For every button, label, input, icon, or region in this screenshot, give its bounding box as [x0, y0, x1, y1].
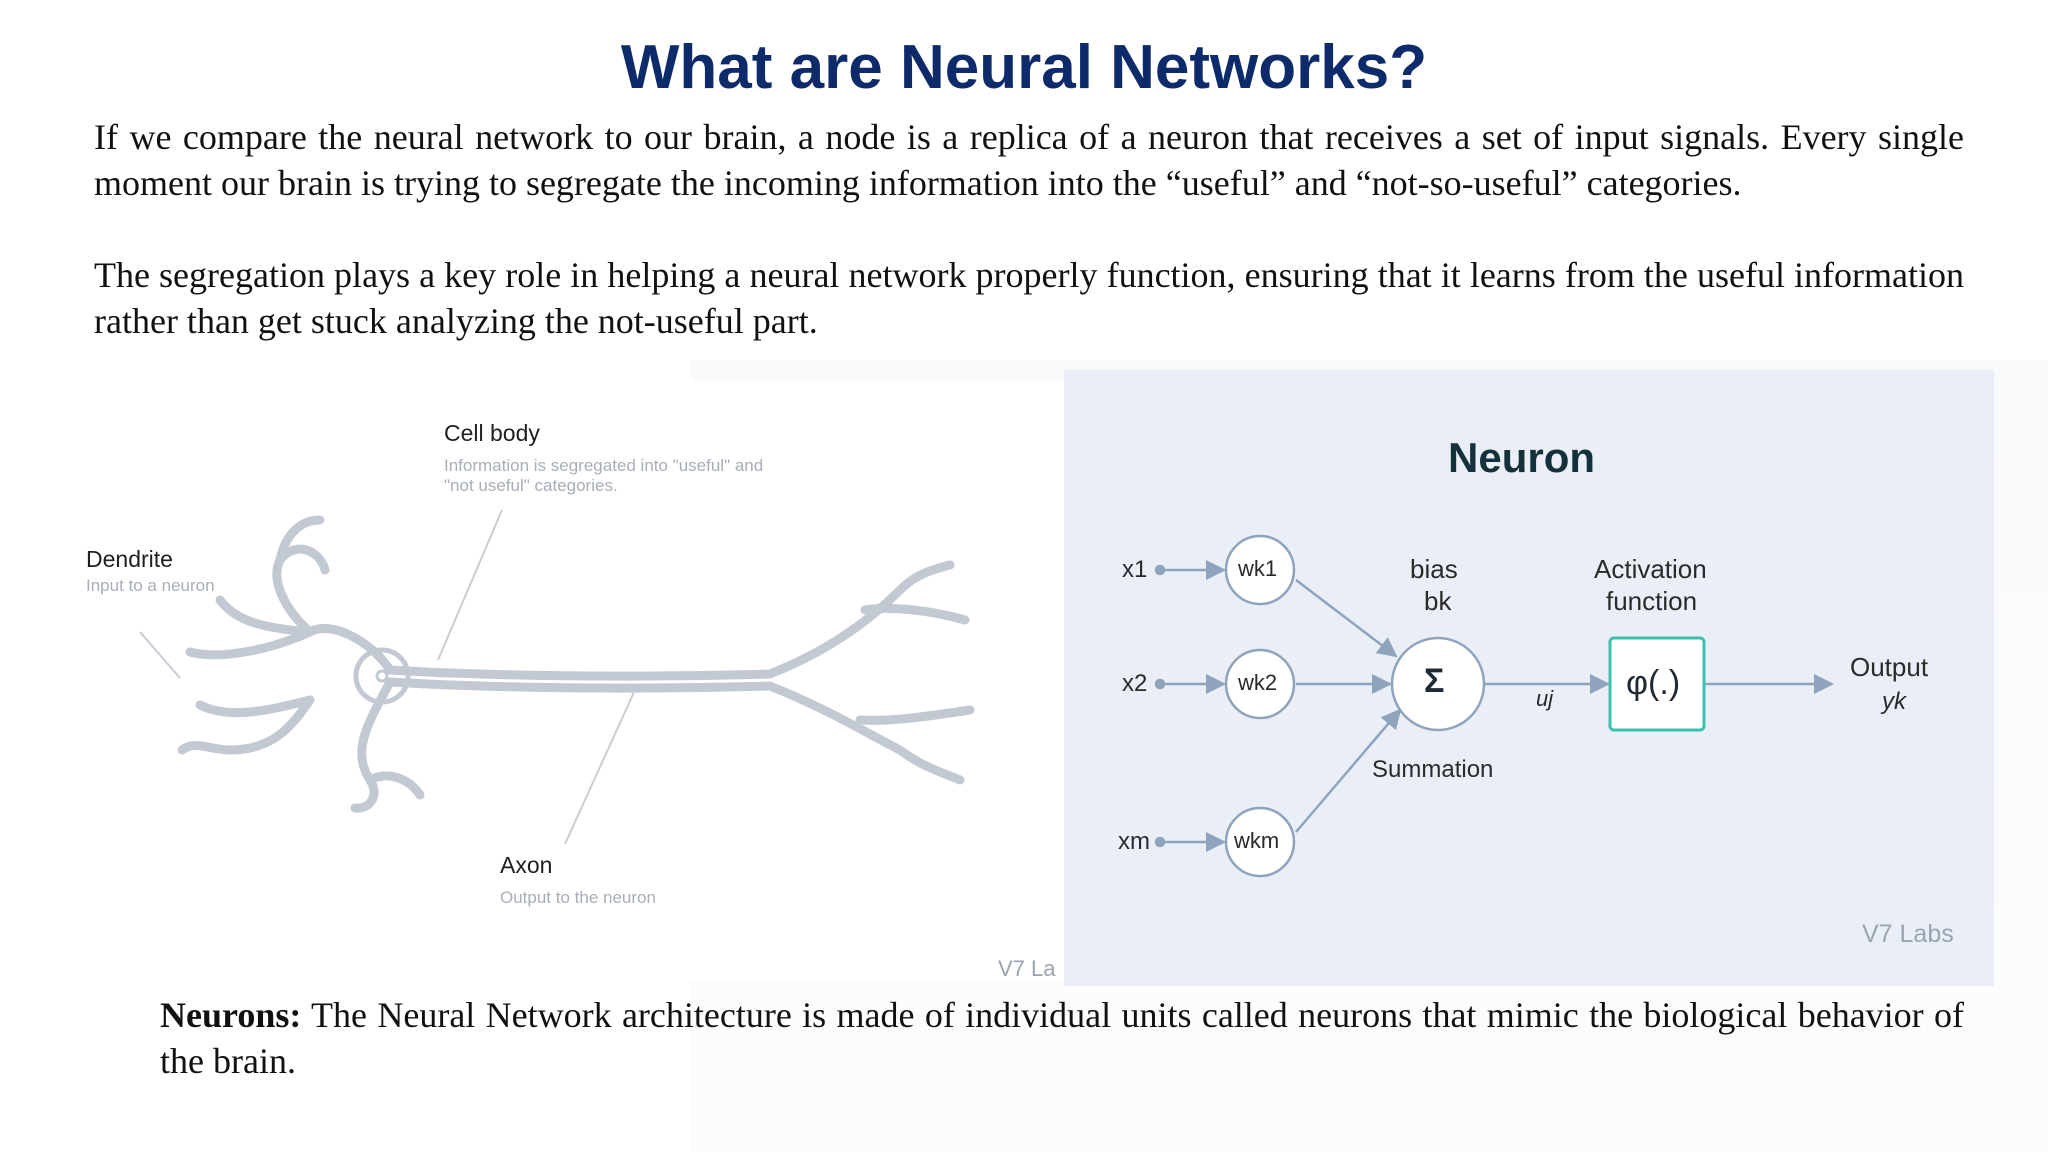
neuron-title: Neuron — [1448, 434, 1595, 481]
paragraph-brain-comparison: If we compare the neural network to our … — [94, 117, 1964, 203]
artificial-neuron-panel — [1064, 370, 1994, 986]
neurons-description: The Neural Network architecture is made … — [160, 995, 1964, 1081]
cell-body-title: Cell body — [444, 420, 540, 446]
artificial-neuron-diagram — [1154, 534, 1834, 878]
summation-label: Summation — [1372, 756, 1494, 783]
bias-label: bias — [1410, 554, 1458, 584]
neuron-watermark: V7 Labs — [1862, 920, 1954, 948]
activation-label-line2: function — [1606, 586, 1698, 616]
uj-label: uj — [1536, 686, 1554, 711]
cell-body-description-line1: Information is segregated into "useful" … — [444, 456, 764, 475]
weight-label-1: wk1 — [1238, 556, 1278, 581]
weight-label-2: wk2 — [1238, 670, 1278, 695]
activation-label-line1: Activation — [1594, 554, 1707, 584]
dendrite-description: Input to a neuron — [86, 576, 215, 595]
weight-node-2 — [1224, 648, 1296, 720]
activation-box — [1608, 636, 1706, 732]
summation-node — [1390, 636, 1486, 732]
axon-title: Axon — [500, 852, 553, 878]
dendrite-title: Dendrite — [86, 546, 173, 572]
weight-node-m — [1224, 806, 1296, 878]
biological-neuron-illustration — [139, 509, 975, 845]
weight-label-m: wkm — [1234, 828, 1280, 853]
input-x2: x2 — [1122, 670, 1148, 697]
input-x1: x1 — [1122, 556, 1148, 583]
cell-body-description-line2: "not useful" categories. — [444, 476, 618, 495]
activation-symbol: φ(.) — [1626, 664, 1681, 702]
bias-symbol: bk — [1424, 586, 1452, 616]
page-title: What are Neural Networks? — [620, 33, 1428, 102]
paragraph-neurons: Neurons: The Neural Network architecture… — [160, 992, 1964, 1084]
summation-symbol: Σ — [1424, 662, 1445, 700]
output-symbol: yk — [1882, 688, 1906, 715]
weight-node-1 — [1224, 534, 1296, 606]
paragraph-segregation: The segregation plays a key role in help… — [94, 255, 1964, 341]
input-xm: xm — [1118, 828, 1150, 855]
output-label: Output — [1850, 652, 1929, 682]
bio-watermark: V7 La — [998, 956, 1056, 981]
neurons-label: Neurons: — [160, 995, 302, 1035]
axon-description: Output to the neuron — [500, 888, 656, 907]
